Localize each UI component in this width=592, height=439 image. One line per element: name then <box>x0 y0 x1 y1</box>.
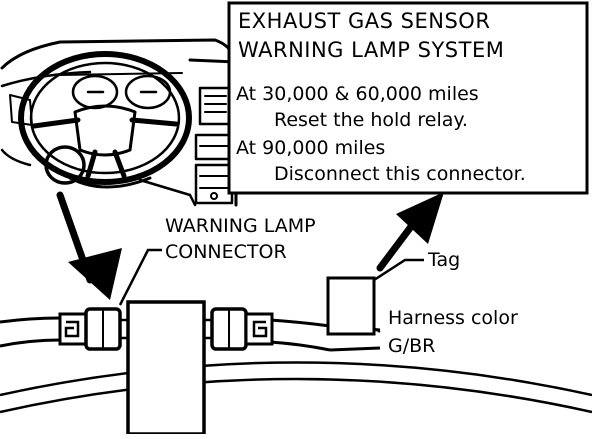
connector-location-arrow <box>56 191 122 300</box>
harness-color-label: Harness color <box>388 307 518 329</box>
dashboard-illustration <box>0 38 238 207</box>
harness-tag <box>326 276 381 336</box>
harness-color-value: G/BR <box>388 335 435 357</box>
info-box-title-line2: WARNING LAMP SYSTEM <box>238 38 504 62</box>
tag-to-box-arrow <box>376 192 444 272</box>
step2-mileage: At 90,000 miles <box>236 137 385 159</box>
connector-leader-line <box>118 248 162 306</box>
info-box: EXHAUST GAS SENSOR WARNING LAMP SYSTEM A… <box>227 1 589 195</box>
step1-action: Reset the hold relay. <box>274 109 468 131</box>
connector-label-line2: CONNECTOR <box>165 241 287 263</box>
tag-label: Tag <box>427 249 460 271</box>
tag-leader-line <box>373 258 424 282</box>
info-box-title-line1: EXHAUST GAS SENSOR <box>238 9 490 33</box>
connector-label-line1: WARNING LAMP <box>165 215 316 237</box>
warning-lamp-connector <box>58 300 274 436</box>
step2-action: Disconnect this connector. <box>274 163 526 185</box>
step1-mileage: At 30,000 & 60,000 miles <box>236 83 479 105</box>
